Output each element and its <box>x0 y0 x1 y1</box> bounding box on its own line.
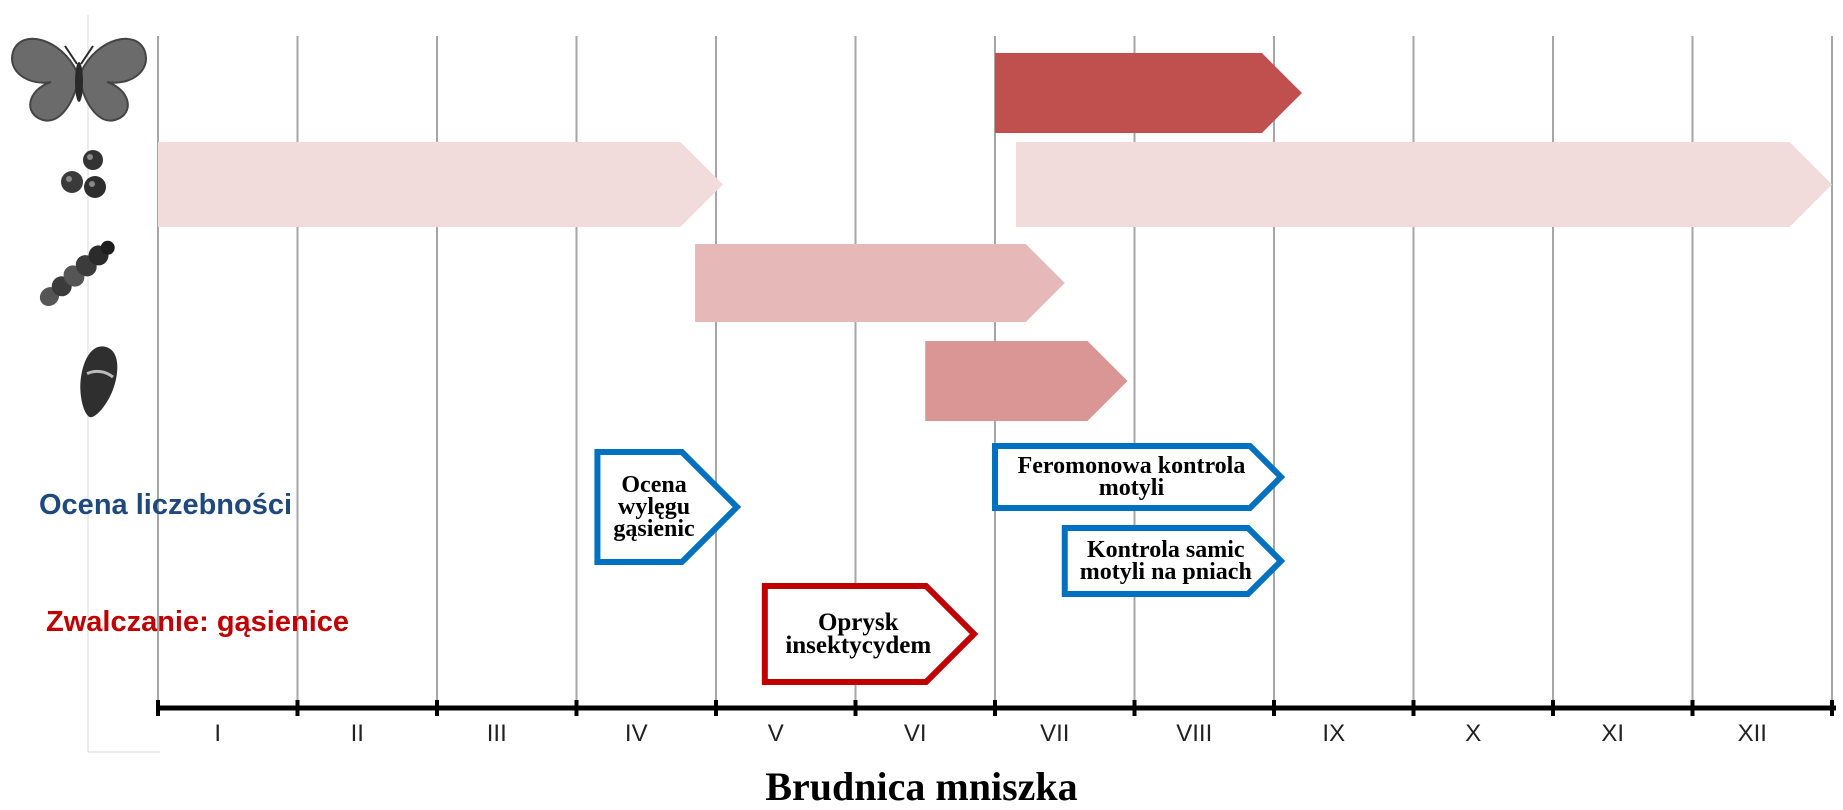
month-label: IV <box>624 720 648 747</box>
action-arrows <box>594 443 1286 685</box>
month-axis <box>156 700 1836 716</box>
action-arrow-assessment <box>594 449 742 565</box>
action-label-line: Feromonowa kontrola <box>1017 452 1246 479</box>
month-label: X <box>1465 720 1482 747</box>
assessment-row-label: Ocena liczebności <box>39 489 293 521</box>
month-label: III <box>486 720 507 747</box>
month-label: XII <box>1737 720 1767 747</box>
action-arrow-assessment <box>992 443 1286 511</box>
action-label-line: motyli na pniach <box>1079 558 1252 585</box>
stage-bar-eggs <box>158 142 723 227</box>
month-label: VIII <box>1176 720 1213 747</box>
eggs-icon <box>61 150 106 198</box>
month-label: VI <box>903 720 927 747</box>
stage-bar-caterpillar <box>695 244 1065 322</box>
stage-bars <box>158 53 1832 421</box>
month-label: XI <box>1601 720 1625 747</box>
action-label-line: insektycydem <box>785 632 932 659</box>
month-label: VII <box>1040 720 1070 747</box>
month-label: II <box>350 720 364 747</box>
action-label-line: gąsienic <box>613 516 695 543</box>
moth-icon <box>11 37 147 122</box>
pupa-icon <box>80 346 118 418</box>
action-arrow-control <box>761 583 979 685</box>
month-label: V <box>767 720 784 747</box>
page-title: Brudnica mniszka <box>765 764 1078 809</box>
action-label-line: Kontrola samic <box>1087 536 1245 563</box>
control-row-label: Zwalczanie: gąsienice <box>46 606 350 638</box>
month-label: I <box>214 720 222 747</box>
stage-bar-eggs <box>1015 142 1832 227</box>
action-label-line: motyli <box>1098 474 1165 501</box>
stage-bar-moth <box>995 53 1302 133</box>
action-label-line: wylęgu <box>618 493 691 520</box>
action-arrow-assessment <box>1061 525 1286 597</box>
stage-bar-pupa <box>925 341 1128 421</box>
caterpillar-icon <box>39 240 115 306</box>
action-label-line: Ocena <box>621 471 687 498</box>
month-label: IX <box>1322 720 1346 747</box>
action-label-line: Oprysk <box>817 609 899 636</box>
